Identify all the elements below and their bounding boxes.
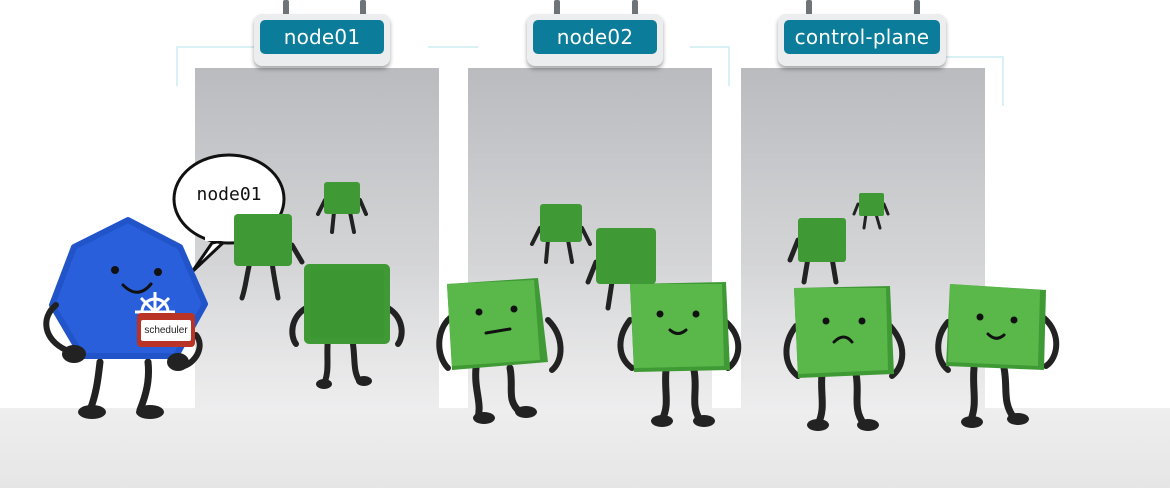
node01-sign-label: node01 <box>260 20 384 54</box>
node02-sign: node02 <box>527 14 663 66</box>
pod-node01-medium <box>234 214 305 301</box>
frame-line <box>176 46 178 86</box>
pod-control-plane-front-right <box>935 284 1060 428</box>
sign-hook <box>914 0 920 18</box>
node01-sign: node01 <box>254 14 390 66</box>
pod-control-plane-tiny <box>852 193 890 230</box>
control-plane-sign: control-plane <box>778 14 946 66</box>
pod-control-plane-small <box>787 218 846 285</box>
node02-sign-label: node02 <box>533 20 657 54</box>
pod-control-plane-front-left <box>783 286 906 431</box>
sign-hook <box>632 0 638 18</box>
frame-line <box>428 46 478 48</box>
frame-line <box>176 46 254 48</box>
pod-node02-small <box>530 204 592 264</box>
frame-line <box>1002 56 1004 106</box>
frame-line <box>728 46 730 86</box>
pod-node01-small <box>316 182 368 234</box>
pod-node02-front-right <box>617 282 742 427</box>
scheduler-badge: scheduler <box>137 313 195 347</box>
pod-node01-large <box>289 264 405 389</box>
control-plane-sign-label: control-plane <box>784 20 940 54</box>
frame-line <box>690 46 730 48</box>
scheduler-badge-label: scheduler <box>141 320 191 341</box>
speech-bubble-text: node01 <box>196 184 262 205</box>
sign-hook <box>806 0 812 18</box>
pod-node02-front-left <box>436 278 564 424</box>
sign-hook <box>360 0 366 18</box>
frame-line <box>945 56 1003 58</box>
sign-hook <box>554 0 560 18</box>
sign-hook <box>283 0 289 18</box>
